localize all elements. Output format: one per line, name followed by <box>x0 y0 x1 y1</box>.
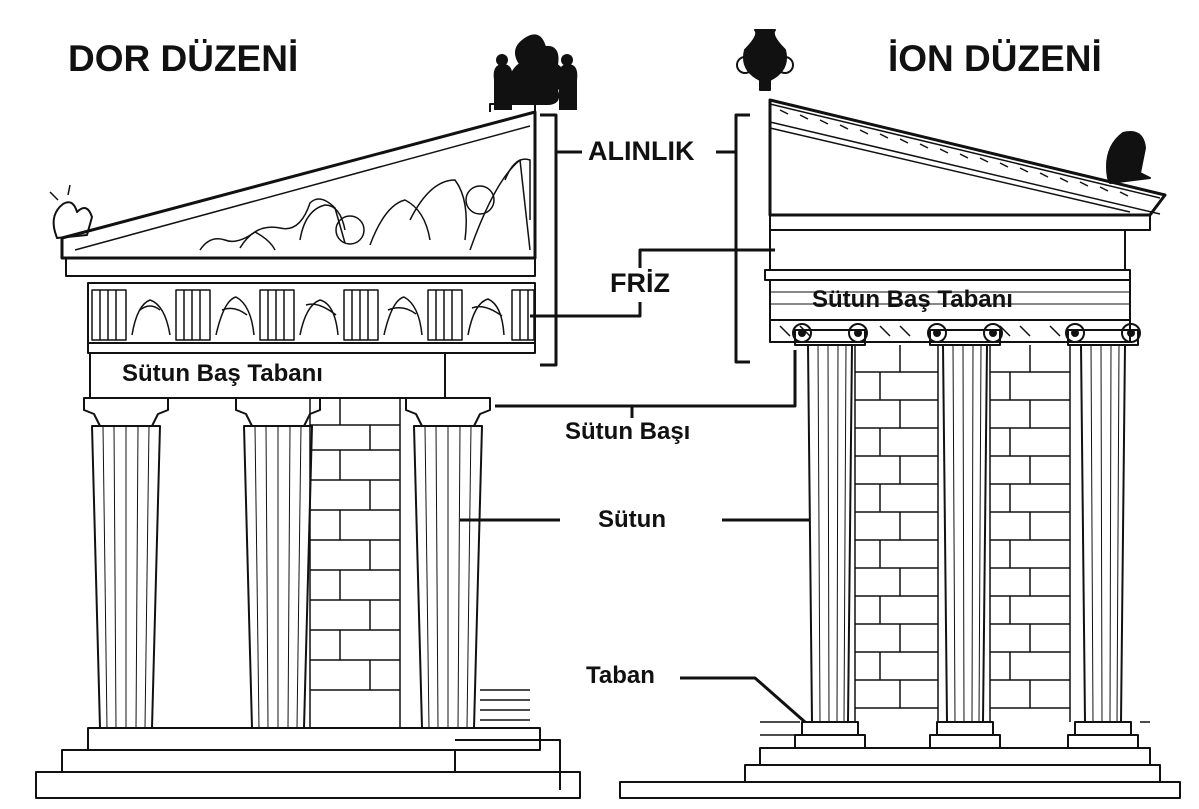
doric-stylobate <box>87 727 541 751</box>
pediment-sculpture <box>199 158 531 251</box>
capital-label: Sütun Başı <box>565 418 691 445</box>
column-label: Sütun <box>598 506 666 533</box>
architrave-label-doric: Sütun Baş Tabanı <box>122 360 323 387</box>
doric-order-title: DOR DÜZENİ <box>68 38 299 79</box>
pediment-label: ALINLIK <box>588 136 695 166</box>
ionic-acroterion-vase <box>736 29 794 91</box>
ionic-wall <box>854 345 1071 722</box>
doric-wall <box>309 398 401 728</box>
architrave-label-ionic: Sütun Baş Tabanı <box>812 286 1013 313</box>
base-label: Taban <box>586 662 655 689</box>
pediment-bracket-ionic <box>734 113 750 364</box>
ionic-stylobate <box>759 747 1151 766</box>
frieze-label: FRİZ <box>610 268 670 298</box>
ionic-column-3 <box>1065 323 1141 749</box>
leader-lines <box>460 113 810 724</box>
base-leader <box>680 676 806 724</box>
ionic-order-title: İON DÜZENİ <box>888 38 1102 79</box>
capital-leader <box>495 350 797 408</box>
frieze-leader <box>530 248 775 318</box>
doric-column-2 <box>235 397 321 729</box>
doric-acroterion <box>489 34 578 112</box>
doric-pediment <box>60 110 537 260</box>
ionic-column-2 <box>927 323 1003 749</box>
doric-frieze <box>87 282 536 344</box>
doric-column-3 <box>405 397 491 729</box>
pediment-bracket-doric <box>540 113 558 367</box>
ionic-temple <box>619 29 1181 799</box>
doric-temple <box>35 34 581 799</box>
doric-column-1 <box>83 397 169 729</box>
ionic-column-1 <box>792 323 868 749</box>
